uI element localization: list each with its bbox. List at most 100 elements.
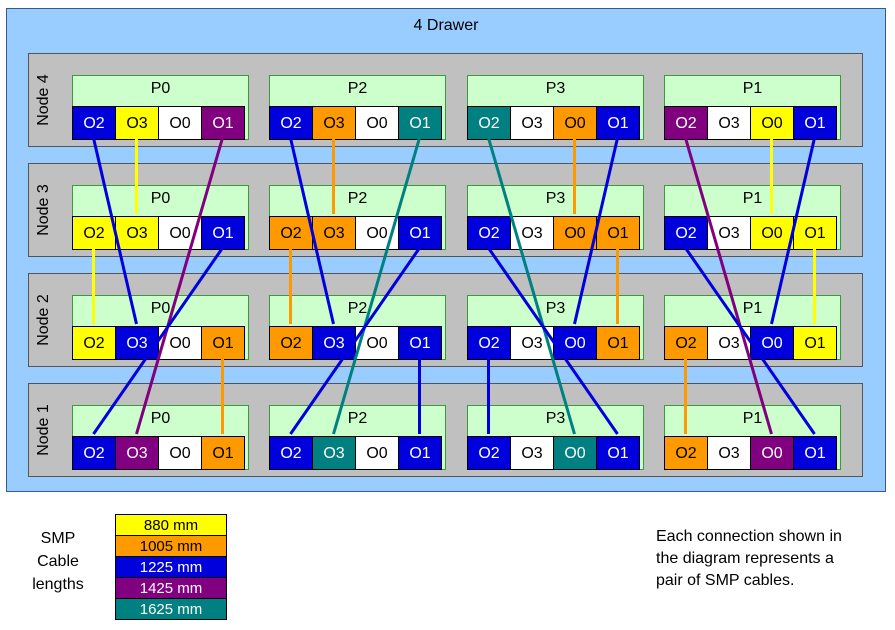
smp-port: O2 xyxy=(467,216,511,250)
smp-port: O3 xyxy=(510,216,554,250)
chip-name: P2 xyxy=(347,300,368,317)
legend-swatch: 1005 mm xyxy=(115,535,227,557)
drawer-title: 4 Drawer xyxy=(413,17,479,34)
chip-name: P0 xyxy=(150,300,171,317)
note-line: pair of SMP cables. xyxy=(656,572,795,589)
smp-port: O2 xyxy=(467,436,511,470)
chip-name: P1 xyxy=(742,190,763,207)
smp-port: O3 xyxy=(707,106,751,140)
chip-name: P2 xyxy=(347,80,368,97)
smp-port: O3 xyxy=(707,436,751,470)
legend-swatch: 1625 mm xyxy=(115,598,227,620)
smp-port: O1 xyxy=(398,326,442,360)
legend-title-line: Cable xyxy=(37,553,79,570)
legend-swatch: 1225 mm xyxy=(115,556,227,578)
smp-port: O0 xyxy=(750,106,794,140)
smp-port: O1 xyxy=(793,106,837,140)
diagram-note: Each connection shown in the diagram rep… xyxy=(656,526,886,592)
note-line: the diagram represents a xyxy=(656,550,834,567)
smp-port: O2 xyxy=(269,216,313,250)
smp-port: O0 xyxy=(553,326,597,360)
chip-name: P0 xyxy=(150,410,171,427)
smp-port: O1 xyxy=(201,436,245,470)
smp-port: O3 xyxy=(510,326,554,360)
smp-port: O2 xyxy=(664,216,708,250)
smp-port: O3 xyxy=(312,326,356,360)
smp-port: O2 xyxy=(664,436,708,470)
smp-port: O1 xyxy=(596,106,640,140)
chip-name: P2 xyxy=(347,410,368,427)
smp-port: O2 xyxy=(72,436,116,470)
smp-port: O2 xyxy=(467,106,511,140)
smp-port: O0 xyxy=(355,106,399,140)
smp-port: O2 xyxy=(467,326,511,360)
smp-port: O1 xyxy=(596,436,640,470)
smp-port: O3 xyxy=(312,436,356,470)
smp-port: O0 xyxy=(355,436,399,470)
smp-port: O0 xyxy=(355,216,399,250)
smp-port: O0 xyxy=(553,106,597,140)
legend-title-line: SMP xyxy=(40,530,76,547)
smp-port: O1 xyxy=(793,216,837,250)
legend-swatch: 1425 mm xyxy=(115,577,227,599)
smp-port: O2 xyxy=(72,326,116,360)
note-line: Each connection shown in xyxy=(656,528,842,545)
smp-port: O2 xyxy=(269,436,313,470)
smp-port: O0 xyxy=(158,436,202,470)
smp-port: O3 xyxy=(510,106,554,140)
node-label: Node 4 xyxy=(35,74,52,126)
node-label: Node 3 xyxy=(35,184,52,236)
smp-port: O3 xyxy=(115,326,159,360)
legend-title: SMP Cable lengths xyxy=(18,527,98,596)
chip-name: P3 xyxy=(545,190,566,207)
smp-port: O1 xyxy=(398,106,442,140)
smp-port: O3 xyxy=(115,216,159,250)
smp-port: O0 xyxy=(750,216,794,250)
chip-name: P1 xyxy=(742,80,763,97)
smp-port: O3 xyxy=(312,216,356,250)
node-label: Node 1 xyxy=(35,404,52,456)
smp-port: O3 xyxy=(707,326,751,360)
chip-name: P2 xyxy=(347,190,368,207)
smp-port: O2 xyxy=(664,106,708,140)
smp-port: O2 xyxy=(72,216,116,250)
smp-port: O3 xyxy=(707,216,751,250)
chip-name: P0 xyxy=(150,80,171,97)
smp-port: O3 xyxy=(312,106,356,140)
legend-swatch: 880 mm xyxy=(115,514,227,536)
smp-port: O1 xyxy=(398,216,442,250)
smp-port: O1 xyxy=(201,216,245,250)
node-label: Node 2 xyxy=(35,294,52,346)
